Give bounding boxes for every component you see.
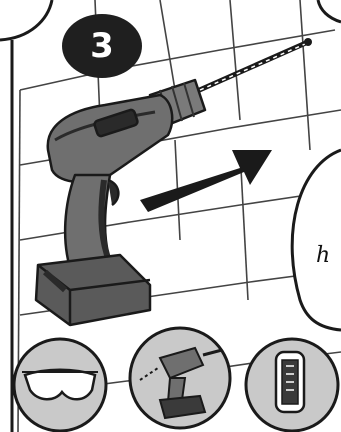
drill-bit bbox=[195, 38, 312, 92]
top-left-callout-arc bbox=[0, 0, 52, 40]
cordless-drill bbox=[36, 80, 205, 325]
wall-plug-icon bbox=[246, 339, 338, 431]
right-callout-bubble bbox=[292, 150, 341, 330]
top-right-callout-arc bbox=[318, 0, 341, 22]
safety-goggles-icon bbox=[14, 339, 106, 431]
cordless-drill-icon bbox=[130, 328, 230, 428]
step-number: 3 bbox=[62, 16, 142, 76]
callout-partial-text: h bbox=[316, 243, 330, 268]
